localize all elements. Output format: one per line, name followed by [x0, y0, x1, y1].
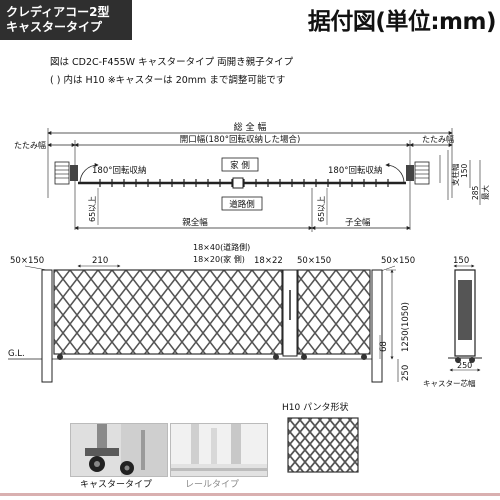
ground-level-label: G.L. — [8, 349, 25, 359]
parent-width-label: 親全幅 — [182, 217, 208, 228]
dim-house-side: 18×20(家 側) — [193, 254, 245, 264]
dim-18x22: 18×22 — [254, 256, 283, 266]
dim-height: 1250(1050) — [401, 302, 411, 352]
rotate-label-right: 180°回転収納 — [328, 165, 382, 176]
note-line-1: 図は CD2C-F455W キャスタータイプ 両開き親子タイプ — [50, 57, 294, 68]
product-name-box: クレディアコー2型 キャスタータイプ — [0, 0, 132, 40]
side-view: 150 250 キャスター芯幅 — [423, 256, 482, 388]
house-side-label: 家 側 — [230, 160, 250, 171]
child-width-label: 子全幅 — [345, 217, 371, 228]
note-line-2: ( ) 内は H10 ※キャスターは 20mm まで調整可能です — [50, 75, 286, 86]
dim-210: 210 — [92, 256, 108, 266]
dim-left-post: 50×150 — [10, 256, 44, 266]
road-side-label: 道路側 — [229, 199, 255, 210]
dim-road-side: 18×40(道路側) — [193, 242, 250, 252]
min-clearance-right: 65以上 — [317, 196, 326, 222]
dim-150-plan: 150 — [460, 163, 469, 178]
product-name: クレディアコー2型 — [6, 5, 110, 19]
right-post-elevation — [371, 269, 383, 383]
dim-mid-post: 50×150 — [297, 256, 331, 266]
fold-width-right-label: たたみ幅 — [422, 134, 454, 144]
dim-250-elevation: 250 — [401, 365, 411, 381]
dim-68: 68 — [379, 341, 389, 352]
parent-gate-lattice — [53, 269, 283, 355]
plan-view: 総 全 幅 たたみ幅 開口幅(180°回転収納した場合) たたみ幅 — [14, 121, 490, 232]
max-label: 最大 — [480, 185, 490, 200]
dim-right-post: 50×150 — [381, 256, 415, 266]
h10-lattice — [287, 417, 359, 473]
fold-width-left-label: たたみ幅 — [14, 140, 46, 150]
h10-label: H10 パンタ形状 — [282, 401, 349, 413]
rail-photo-drawing — [171, 424, 267, 476]
rail-type-label: レールタイプ — [185, 480, 240, 490]
dim-285-plan: 285 — [471, 185, 480, 200]
right-post — [414, 161, 430, 185]
product-type: キャスタータイプ — [6, 20, 103, 34]
caster-type-photo — [70, 423, 168, 477]
footer-rule — [0, 493, 500, 496]
caster-type-label: キャスタータイプ — [80, 480, 153, 490]
left-post-elevation — [41, 269, 53, 383]
child-gate-lattice — [297, 269, 371, 355]
elevation-view: 50×150 210 18×40(道路側) 18×20(家 側) 18×22 5… — [8, 242, 415, 383]
min-clearance-left: 65以上 — [88, 196, 97, 222]
rotate-label-left: 180°回転収納 — [92, 165, 146, 176]
h10-panta-shape: H10 パンタ形状 — [282, 401, 359, 473]
rotate-arc-right — [385, 163, 405, 184]
gate-hinge-ticks — [99, 179, 389, 187]
caster-center-width-label: キャスター芯幅 — [423, 378, 476, 388]
side-dim-250: 250 — [457, 361, 472, 370]
post-width-label: 支柱幅 — [450, 163, 460, 186]
total-width-label: 総 全 幅 — [234, 121, 267, 133]
rail-type-photo — [170, 423, 268, 477]
rotate-arc-left — [79, 163, 99, 184]
side-dim-top: 150 — [453, 256, 469, 266]
page-title: 据付図(単位:mm) — [307, 9, 497, 35]
opening-width-label: 開口幅(180°回転収納した場合) — [180, 134, 301, 145]
caster-photo-drawing — [71, 424, 167, 476]
left-post — [54, 161, 70, 185]
